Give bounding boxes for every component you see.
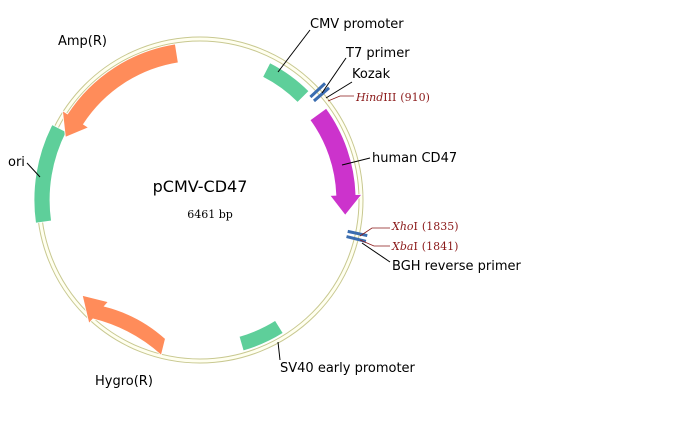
- bgh-reverse-primer-label: BGH reverse primer: [392, 259, 522, 274]
- sv40-early-promoter-leader: [277, 341, 281, 361]
- cmv-promoter-leader: [277, 29, 311, 73]
- amp-arrow: [61, 43, 179, 138]
- ori-segment: [33, 124, 67, 224]
- t7-primer-label: T7 primer: [345, 46, 410, 61]
- plasmid-size: 6461 bp: [187, 208, 233, 221]
- xbai-mark: [346, 235, 367, 243]
- t7-primer-leader: [321, 57, 347, 94]
- kozak-label: Kozak: [352, 67, 391, 82]
- ori-label: ori: [8, 155, 25, 170]
- kozak-mark: [312, 86, 331, 103]
- bgh-reverse-primer-leader: [361, 242, 391, 263]
- amp-label: Amp(R): [58, 34, 107, 49]
- human-cd47-label: human CD47: [372, 151, 457, 166]
- xhoi-mark: [347, 229, 368, 238]
- t7-primer-mark: [309, 82, 327, 99]
- sv40-early-promoter-label: SV40 early promoter: [280, 361, 416, 376]
- ori-leader: [26, 162, 41, 178]
- cmv-promoter-segment: [262, 62, 310, 103]
- xhoi-site-label: XhoI(1835): [391, 220, 458, 233]
- human-cd47-arrow: [309, 107, 363, 216]
- human-cd47-leader: [341, 157, 371, 166]
- xhoi-leader: [359, 227, 390, 237]
- plasmid-name: pCMV-CD47: [153, 177, 248, 196]
- xbai-site-label: XbaI(1841): [391, 240, 458, 253]
- cmv-promoter-label: CMV promoter: [310, 17, 404, 32]
- hindiii-leader: [327, 95, 354, 102]
- xbai-leader: [359, 239, 390, 247]
- sv40-early-promoter-segment: [238, 319, 284, 352]
- hygro-label: Hygro(R): [95, 374, 153, 389]
- kozak-leader: [325, 81, 353, 99]
- hindiii-site-label: HindIII(910): [355, 91, 430, 104]
- hygro-arrow: [81, 294, 166, 356]
